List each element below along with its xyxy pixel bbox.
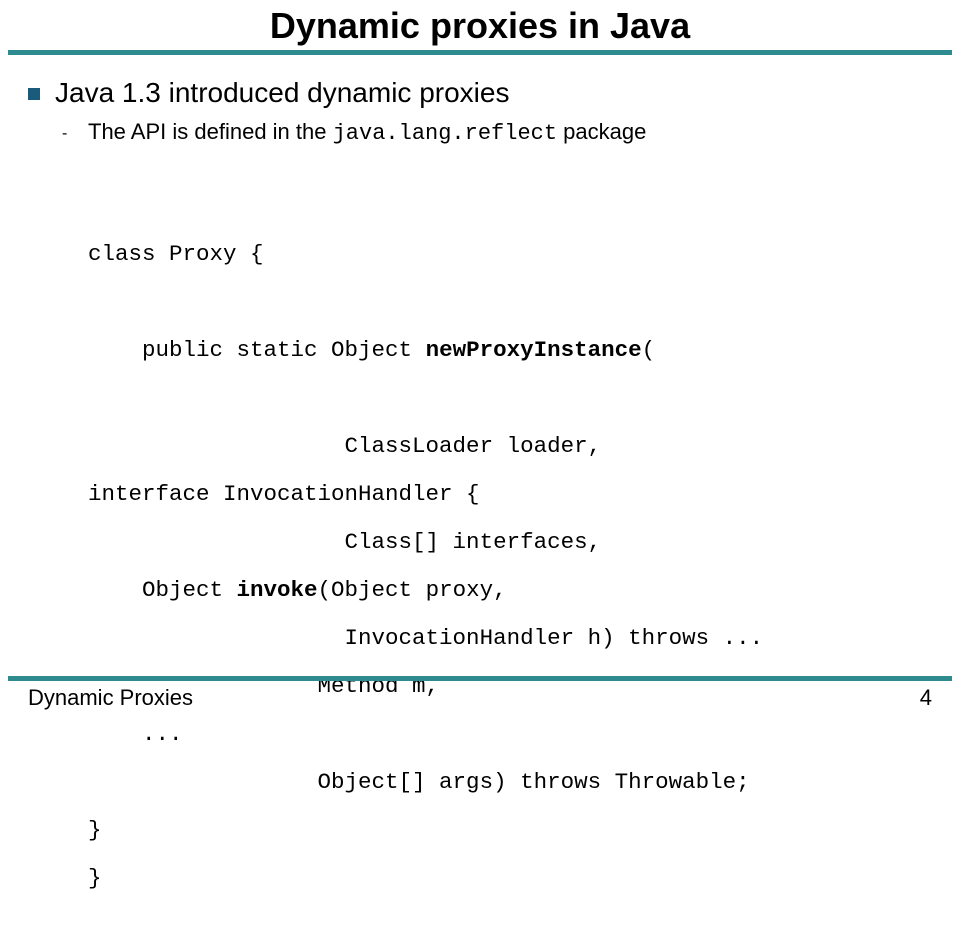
page-number: 4: [919, 685, 932, 710]
slide-title: Dynamic proxies in Java: [269, 5, 691, 46]
code-line: InvocationHandler h) throws ...: [88, 625, 764, 651]
code-line: }: [88, 865, 102, 891]
invocation-handler-code-block: interface InvocationHandler { Object inv…: [88, 414, 750, 926]
code-segment: (: [641, 337, 656, 363]
method-name-invoke: invoke: [236, 577, 318, 603]
code-line: ClassLoader loader,: [88, 433, 602, 459]
code-segment: Object: [88, 577, 237, 603]
sub-bullet-text: The API is defined in the java.lang.refl…: [88, 116, 646, 150]
proxy-class-code-block: class Proxy { public static Object newPr…: [88, 174, 763, 878]
code-line: Object[] args) throws Throwable;: [88, 769, 750, 795]
code-segment: (Object proxy,: [317, 577, 507, 603]
code-line: public static Object newProxyInstance(: [88, 334, 763, 366]
code-segment: public static Object: [88, 337, 426, 363]
code-line: interface InvocationHandler {: [88, 481, 480, 507]
package-name-code: java.lang.reflect: [332, 121, 558, 146]
code-line: Object invoke(Object proxy,: [88, 574, 750, 606]
main-bullet-text: Java 1.3 introduced dynamic proxies: [55, 77, 510, 108]
code-line: Class[] interfaces,: [88, 529, 602, 555]
sub-bullet-dash: -: [62, 125, 68, 142]
title-rule: [8, 50, 952, 55]
code-line: class Proxy {: [88, 241, 264, 267]
sub-bullet-before: The API is defined in the: [88, 119, 333, 144]
bullet-square-icon: [28, 88, 40, 100]
method-name-new-proxy-instance: newProxyInstance: [425, 337, 642, 363]
footer-label: Dynamic Proxies: [28, 685, 194, 710]
footer-rule: [8, 676, 952, 681]
sub-bullet-after: package: [557, 119, 647, 144]
